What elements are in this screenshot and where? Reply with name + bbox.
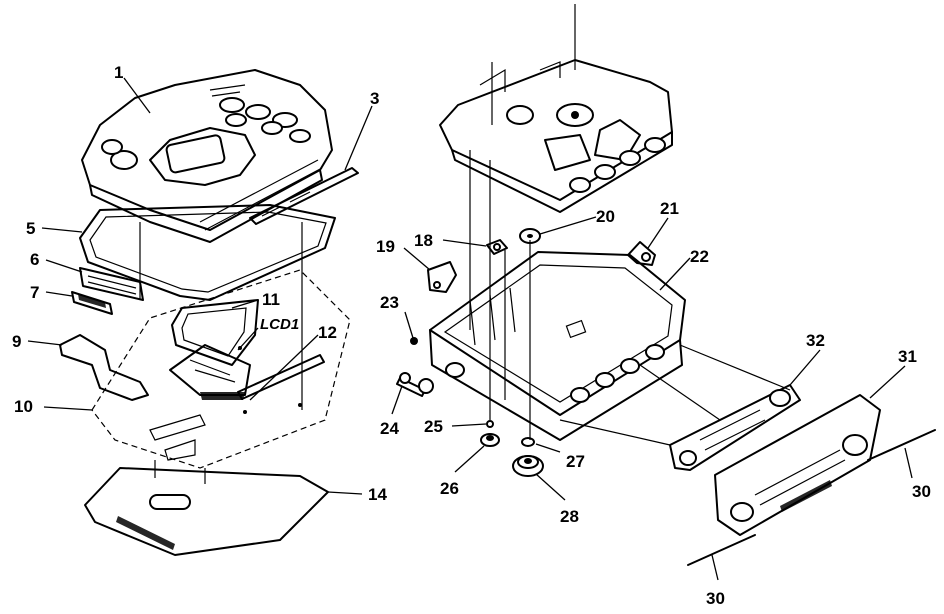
- flex-cable: [59, 334, 149, 401]
- callout-18: 18: [414, 231, 433, 250]
- callout-27: 27: [566, 452, 585, 471]
- callout-11: 11: [262, 290, 280, 309]
- callout-9: 9: [12, 332, 21, 351]
- chassis-frame: [429, 251, 686, 441]
- switch-parts: [71, 267, 144, 315]
- callout-30-upper: 30: [912, 482, 931, 501]
- mechanism-unit: [439, 4, 673, 213]
- washer-27: [521, 437, 535, 447]
- gear-26: [480, 433, 500, 447]
- callout-24: 24: [380, 419, 399, 438]
- latch-21: [627, 241, 656, 266]
- pcb-bracket: [237, 354, 325, 400]
- callout-19: 19: [376, 237, 395, 256]
- callout-12: 12: [318, 323, 337, 342]
- screw-23: [410, 337, 418, 345]
- callout-21: 21: [660, 199, 679, 218]
- gasket-frame: [79, 204, 336, 301]
- bolt-24: [396, 372, 434, 397]
- callout-3: 3: [370, 89, 379, 108]
- callout-20: 20: [596, 207, 615, 226]
- callout-14: 14: [368, 485, 387, 504]
- gear-28: [512, 455, 544, 477]
- small-clip: [486, 239, 508, 255]
- side-strip: [249, 167, 359, 225]
- right-guide-lines: [469, 150, 531, 440]
- screw-30-lower: [687, 534, 756, 566]
- callout-31: 31: [898, 347, 917, 366]
- inner-strip: [669, 384, 801, 471]
- screw-30-upper: [867, 429, 936, 461]
- callout-25: 25: [424, 417, 443, 436]
- callout-22: 22: [690, 247, 709, 266]
- leader-lines: [27, 77, 913, 581]
- callout-labels: 1 3 5 6 7 9 10 11 LCD1 12 14 18 19 20 21…: [12, 63, 931, 608]
- callout-10: 10: [14, 397, 33, 416]
- top-cover: [81, 69, 333, 243]
- washer-25: [486, 420, 494, 428]
- callout-32: 32: [806, 331, 825, 350]
- callout-7: 7: [30, 283, 39, 302]
- callout-1: 1: [114, 63, 123, 82]
- callout-26: 26: [440, 479, 459, 498]
- bracket-19: [427, 261, 457, 293]
- right-dashed-guides: [559, 344, 791, 446]
- main-pcb: [91, 269, 351, 469]
- callout-23: 23: [380, 293, 399, 312]
- bottom-cover: [84, 467, 329, 556]
- callout-28: 28: [560, 507, 579, 526]
- callout-30-lower: 30: [706, 589, 725, 608]
- callout-lcd1: LCD1: [260, 316, 299, 333]
- left-guide-lines: [139, 222, 303, 484]
- side-cover: [714, 394, 881, 536]
- lcd-frame: [171, 299, 259, 366]
- lcd-panel: [169, 344, 251, 400]
- callout-6: 6: [30, 250, 39, 269]
- callout-5: 5: [26, 219, 35, 238]
